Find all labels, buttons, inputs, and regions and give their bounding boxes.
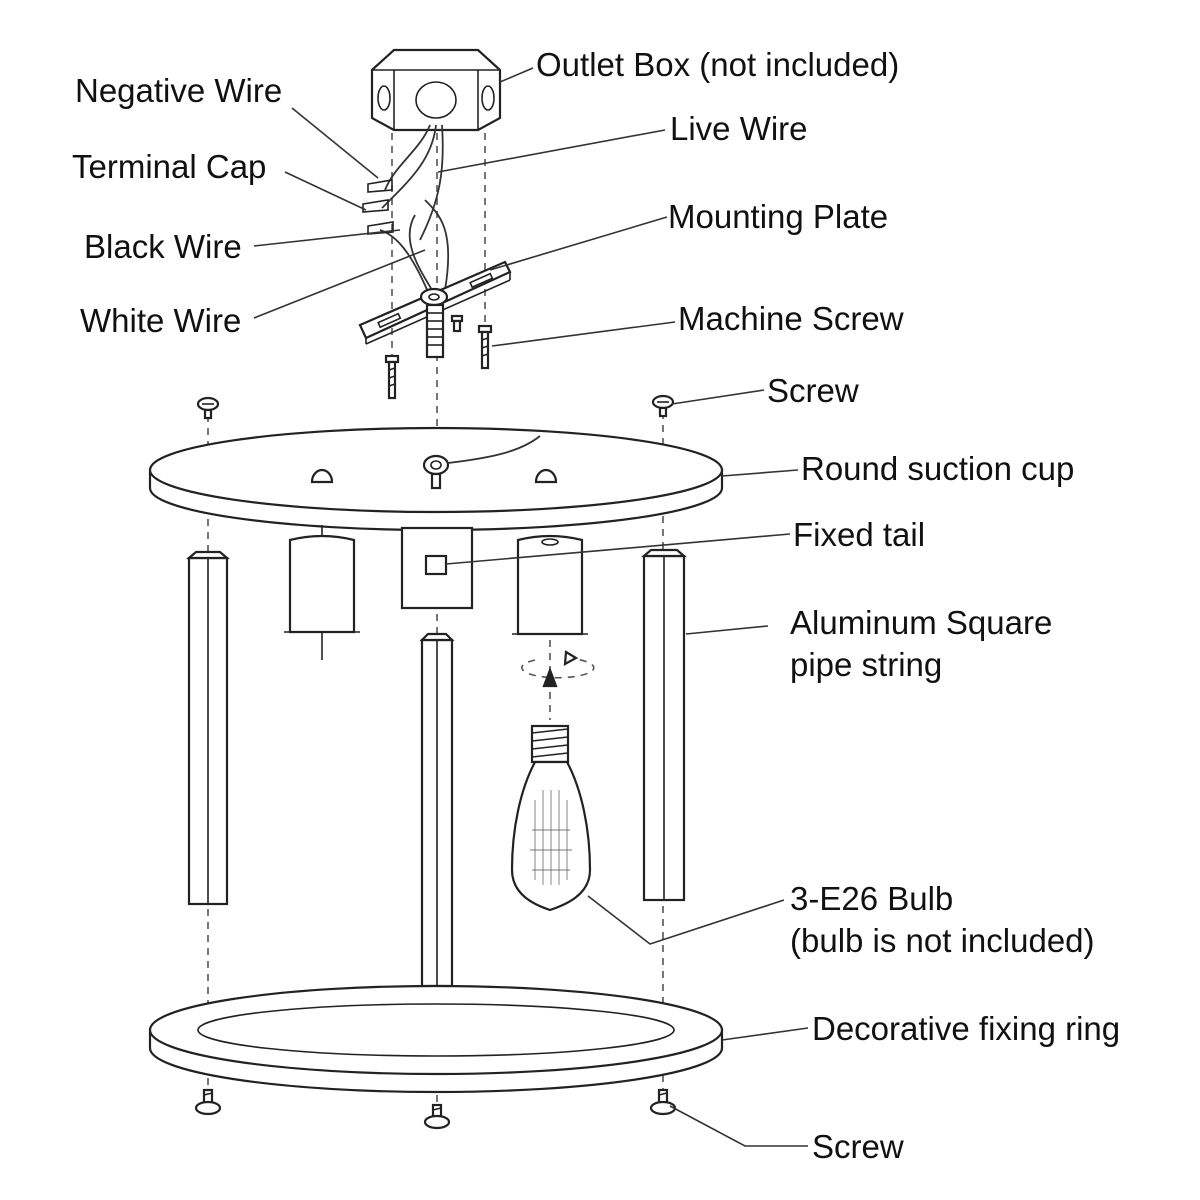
outlet-box xyxy=(370,48,502,132)
label-outlet-box: Outlet Box (not included) xyxy=(536,46,899,83)
label-black-wire: Black Wire xyxy=(84,228,242,265)
label-terminal-cap: Terminal Cap xyxy=(72,148,266,185)
label-pipe-line2: pipe string xyxy=(790,646,942,683)
square-pipe-left xyxy=(186,550,230,906)
machine-screws xyxy=(384,314,493,400)
callout-labels: Outlet Box (not included) Negative Wire … xyxy=(72,46,1120,1165)
bottom-screws xyxy=(194,1088,677,1130)
edison-bulb xyxy=(510,724,592,912)
plate-screw xyxy=(450,314,464,333)
decorative-fixing-ring xyxy=(148,984,724,1094)
screw-top-left xyxy=(196,396,220,420)
label-fixed-tail: Fixed tail xyxy=(793,516,925,553)
label-screw-bottom: Screw xyxy=(812,1128,904,1165)
mounting-plate xyxy=(358,260,512,359)
label-mounting-plate: Mounting Plate xyxy=(668,198,888,235)
label-pipe-line1: Aluminum Square xyxy=(790,604,1052,641)
label-bulb-line1: 3-E26 Bulb xyxy=(790,880,953,917)
wires xyxy=(379,124,450,293)
screw-bottom-right xyxy=(649,1088,677,1116)
socket-left xyxy=(284,525,360,660)
label-white-wire: White Wire xyxy=(80,302,241,339)
round-canopy xyxy=(148,426,724,532)
label-negative-wire: Negative Wire xyxy=(75,72,282,109)
machine-screw-right xyxy=(477,324,493,370)
label-fixing-ring: Decorative fixing ring xyxy=(812,1010,1120,1047)
label-live-wire: Live Wire xyxy=(670,110,808,147)
top-screws xyxy=(196,394,675,420)
leader-lines xyxy=(253,67,809,1147)
terminal-caps xyxy=(362,179,394,235)
label-round-suction-cup: Round suction cup xyxy=(801,450,1074,487)
square-pipe-center xyxy=(419,632,455,988)
square-pipe-right xyxy=(641,548,687,902)
label-bulb-line2: (bulb is not included) xyxy=(790,922,1095,959)
socket-right xyxy=(512,534,595,688)
machine-screw-left xyxy=(384,354,400,400)
label-machine-screw: Machine Screw xyxy=(678,300,904,337)
fixed-tail-socket xyxy=(400,526,474,610)
label-screw-top: Screw xyxy=(767,372,859,409)
screw-bottom-left xyxy=(194,1088,222,1116)
screw-top-right xyxy=(651,394,675,418)
screw-bottom-center xyxy=(423,1103,451,1130)
